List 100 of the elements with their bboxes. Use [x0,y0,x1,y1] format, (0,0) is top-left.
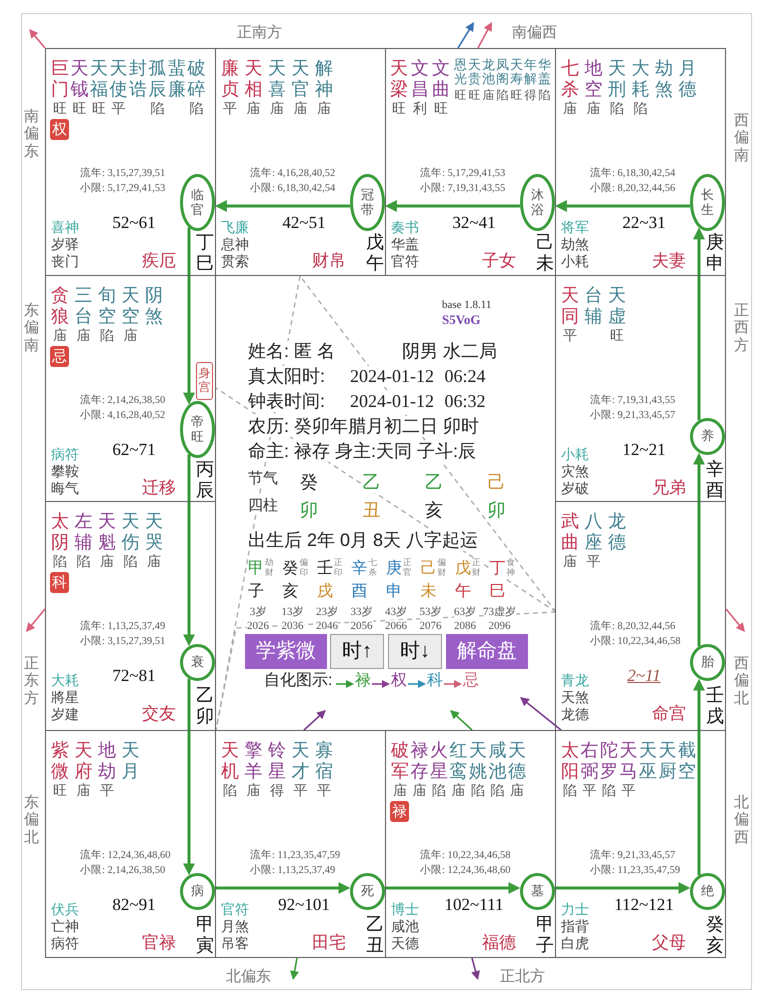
spirit-name: 灾煞 [561,463,589,480]
brightness-label: 庙 [482,89,494,103]
age-range: 92~101 [278,895,330,915]
brightness-label: 旺 [53,100,67,116]
age-range: 12~21 [622,440,666,460]
brightness-label: 旺 [454,89,466,103]
stem-branch: 癸亥 [706,914,724,956]
palace-cell [45,730,216,958]
spirit-name: 华盖 [391,236,419,252]
brightness-label: 陷 [223,782,237,798]
star-name: 破军 [391,740,409,782]
pillar-branch: 卯 [300,500,318,521]
star-name: 天厨 [658,740,676,782]
palace-name: 福德 [482,933,516,953]
spirit-name: 岁建 [51,706,79,722]
info-text: 阴男 水二局 [402,341,498,362]
stage-ellipse: 养 [690,418,725,455]
palace-name: 官禄 [142,933,176,953]
ten-god-label: 正印 [334,558,342,578]
star-name: 贪狼 [51,285,69,326]
transform-badge: 忌 [50,346,69,367]
palace-name: 交友 [142,704,176,724]
age-text: 53岁 [420,606,442,619]
stage-ellipse: 死 [350,873,385,910]
star-name: 天官 [292,58,310,100]
minor-limit-text: 小限: 11,23,35,47,59 [590,865,680,878]
stem-branch: 庚申 [706,232,724,274]
spirit-name: 岁驿 [51,236,79,252]
brightness-label: 庙 [412,782,426,798]
stage-ellipse: 临官 [180,174,215,231]
star-name: 解神 [315,58,333,100]
hour-up-button: 时↑ [330,634,384,669]
star-name: 孤辰 [148,58,166,100]
arrow [450,710,473,731]
spirit-name: 伏兵 [51,901,79,918]
stage-ellipse: 帝旺 [180,401,215,458]
brightness-label: 陷 [100,327,114,344]
brightness-label: 平 [586,553,600,570]
age-range: 22~31 [622,213,666,233]
star-name: 华盖 [538,58,551,87]
stem-branch: 乙卯 [196,685,214,726]
arrow [384,200,520,212]
brightness-label: 旺 [468,89,480,103]
ten-god-label: 偏财 [438,558,446,578]
brightness-label: 陷 [496,89,508,103]
star-name: 旬空 [98,285,116,326]
star-name: 廉贞 [221,58,239,100]
star-name: 紫微 [51,740,69,782]
flow-year-text: 流年: 6,18,30,42,54 [590,168,676,180]
flow-year-text: 流年: 12,24,36,48,60 [80,850,171,862]
ten-god-label: 食神 [506,558,515,578]
spirit-name: 劫煞 [561,236,589,252]
star-name: 天寿 [510,58,523,87]
star-name: 蜚廉 [168,58,186,100]
spirit-name: 白虎 [561,935,589,952]
transform-badge: 禄 [390,801,409,822]
age-text: 13岁 [282,606,304,619]
learn-button: 学紫微 [245,634,327,669]
palace-name: 财帛 [312,251,346,271]
age-text: 73虚岁 [483,606,516,619]
star-name: 文昌 [411,58,429,100]
arrow [26,608,46,632]
legend-label: 科 [427,672,443,690]
luck-stem: 丁 [490,560,506,578]
arrow [693,452,705,646]
brightness-label: 平 [622,782,636,798]
spirit-name: 龙德 [561,706,589,722]
star-name: 天府 [74,740,92,782]
palace-cell [385,730,556,958]
stem-branch: 甲寅 [196,914,214,956]
star-name: 台辅 [584,285,602,326]
star-name: 地空 [584,58,602,100]
brightness-label: 庙 [317,100,331,116]
palace-cell [385,48,556,276]
age-range: 2~11 [627,666,661,686]
star-name: 八座 [584,511,602,552]
spirit-name: 奏书 [391,219,419,236]
direction-label: 东偏北 [24,794,39,846]
star-name: 七杀 [561,58,579,100]
spirit-name: 大耗 [51,672,79,688]
spirit-name: 咸池 [391,918,419,934]
minor-limit-text: 小限: 4,16,28,40,52 [80,410,166,422]
field-label: 真太阳时: [248,366,326,387]
arrow [693,678,705,876]
palace-cell [45,48,216,276]
direction-label: 北偏西 [734,794,749,846]
star-name: 天相 [244,58,262,100]
spirit-name: 病符 [51,446,79,462]
arrow [183,678,195,876]
star-name: 恩光 [454,58,467,87]
star-name: 封诰 [129,58,147,100]
brightness-label: 庙 [76,327,90,344]
minor-limit-text: 小限: 10,22,34,46,58 [590,636,681,648]
spirit-name: 官符 [391,253,419,270]
direction-label: 西偏南 [734,112,749,164]
brightness-label: 庙 [563,553,577,570]
spirit-name: 飞廉 [221,219,249,236]
age-text: 3岁 [250,606,266,619]
hour-down-button: 时↓ [388,634,442,669]
brightness-label: 旺 [434,100,448,116]
